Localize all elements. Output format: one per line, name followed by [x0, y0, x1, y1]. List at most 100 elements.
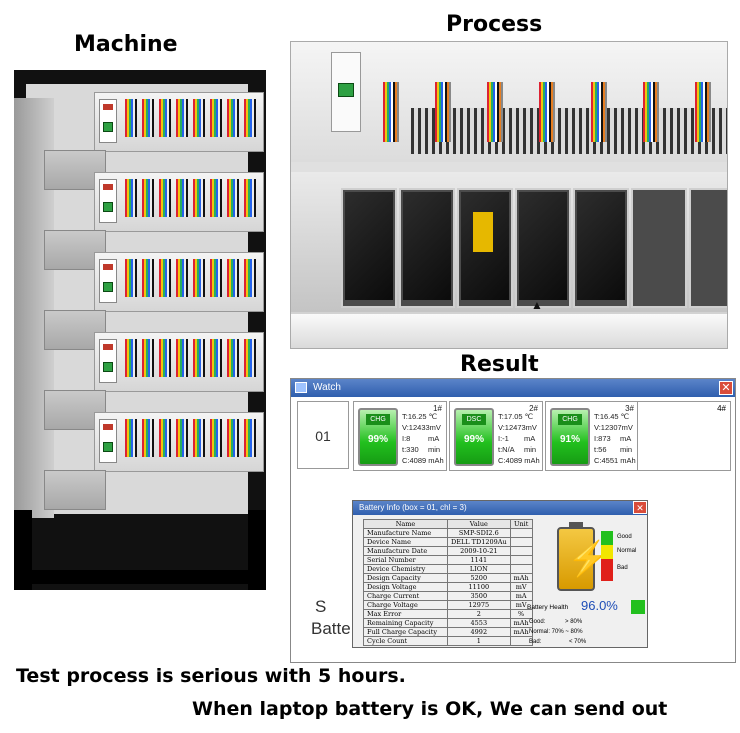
- battery-health-value: 96.0%: [581, 598, 618, 613]
- unit-control-panel: [99, 99, 117, 143]
- laptop-battery: [577, 192, 625, 300]
- wire-harness: [142, 419, 154, 457]
- field-value: 2009-10-21: [447, 546, 511, 556]
- wire-harness: [193, 99, 205, 137]
- laptop-battery: [403, 192, 451, 300]
- wire-harness: [210, 339, 222, 377]
- display-icon: [103, 344, 113, 350]
- wire-harness: [193, 419, 205, 457]
- power-switch-icon: [103, 362, 113, 372]
- power-switch-icon: [103, 442, 113, 452]
- field-unit: [509, 555, 533, 565]
- wire-harness: [244, 179, 256, 217]
- cell-number: 2#: [529, 404, 538, 413]
- legend-label-normal: Normal: [617, 548, 637, 554]
- power-switch-icon: [103, 282, 113, 292]
- wire-harness: [227, 179, 239, 217]
- wire-harness: [176, 259, 188, 297]
- field-value: 4553: [447, 618, 511, 628]
- unit-control-panel: [99, 339, 117, 383]
- tester-unit: [94, 252, 264, 312]
- elapsed-time: t:56 min: [594, 445, 633, 454]
- rack-base: [14, 570, 266, 584]
- field-unit: [509, 564, 533, 574]
- wire-harness: [210, 99, 222, 137]
- field-name: Serial Number: [363, 555, 448, 565]
- display-icon: [103, 424, 113, 430]
- battery-info-close-button[interactable]: ✕: [633, 501, 647, 514]
- wire-harness: [227, 99, 239, 137]
- process-heading: Process: [446, 12, 543, 37]
- temperature: T:17.05 ℃: [498, 412, 534, 421]
- wire-harness: [159, 419, 171, 457]
- battery-health-label: Battery Health: [527, 604, 569, 611]
- tester-unit: [94, 332, 264, 392]
- wire-harness: [435, 82, 451, 142]
- charge-percent: 91%: [559, 434, 580, 445]
- voltage: V:12473mV: [498, 423, 537, 432]
- process-photo: ▲: [290, 41, 728, 349]
- watch-close-button[interactable]: ✕: [719, 381, 733, 395]
- cell-number: 3#: [625, 404, 634, 413]
- wire-harness: [227, 339, 239, 377]
- laptop-battery: [519, 192, 567, 300]
- wire-harness: [159, 179, 171, 217]
- field-value: 3500: [447, 591, 511, 601]
- field-value: DELL TD1209Au: [447, 537, 511, 547]
- field-unit: [509, 636, 533, 646]
- background-text: Batte: [311, 619, 351, 638]
- caption-line-1: Test process is serious with 5 hours.: [16, 665, 406, 687]
- field-name: Remaining Capacity: [363, 618, 448, 628]
- wire-harness: [159, 339, 171, 377]
- battery-health-status-swatch: [631, 600, 645, 614]
- tester-unit: [94, 92, 264, 152]
- legend-swatch-normal: [601, 545, 613, 559]
- field-value: 1: [447, 636, 511, 646]
- wire-harness: [244, 259, 256, 297]
- result-heading: Result: [460, 352, 539, 377]
- field-name: Device Chemistry: [363, 564, 448, 574]
- laptop-battery: [345, 192, 393, 300]
- criteria-bad: Bad: < 70%: [529, 639, 587, 645]
- current: I:-1 mA: [498, 434, 536, 443]
- wire-harness: [125, 179, 137, 217]
- field-name: Full Charge Capacity: [363, 627, 448, 637]
- capacity: C:4551 mAh: [594, 456, 636, 465]
- criteria-normal: Normal: 70% ~ 80%: [529, 629, 583, 635]
- legend-label-bad: Bad: [617, 565, 628, 571]
- wire-harness: [643, 82, 659, 142]
- capacity: C:4089 mAh: [498, 456, 540, 465]
- battery-info-titlebar: Battery Info (box = 01, chl = 3): [353, 501, 647, 515]
- legend-swatch-good: [601, 531, 613, 545]
- channel-cell-4[interactable]: 4#: [637, 401, 731, 471]
- field-unit: [509, 546, 533, 556]
- wire-harness: [125, 99, 137, 137]
- unit-control-panel: [99, 419, 117, 463]
- legend-swatch-bad: [601, 559, 613, 581]
- display-icon: [103, 104, 113, 110]
- field-unit: [509, 528, 533, 538]
- field-value: 4992: [447, 627, 511, 637]
- channel-id: 01: [297, 401, 349, 469]
- tester-unit: [94, 172, 264, 232]
- field-name: Max Error: [363, 609, 448, 619]
- current: I:8 mA: [402, 434, 440, 443]
- wire-harness: [176, 419, 188, 457]
- charge-percent: 99%: [367, 434, 388, 445]
- machine-heading: Machine: [74, 32, 178, 57]
- machine-rack-photo: [10, 70, 270, 610]
- battery-health-icon: ⚡: [557, 522, 609, 591]
- current: I:873 mA: [594, 434, 632, 443]
